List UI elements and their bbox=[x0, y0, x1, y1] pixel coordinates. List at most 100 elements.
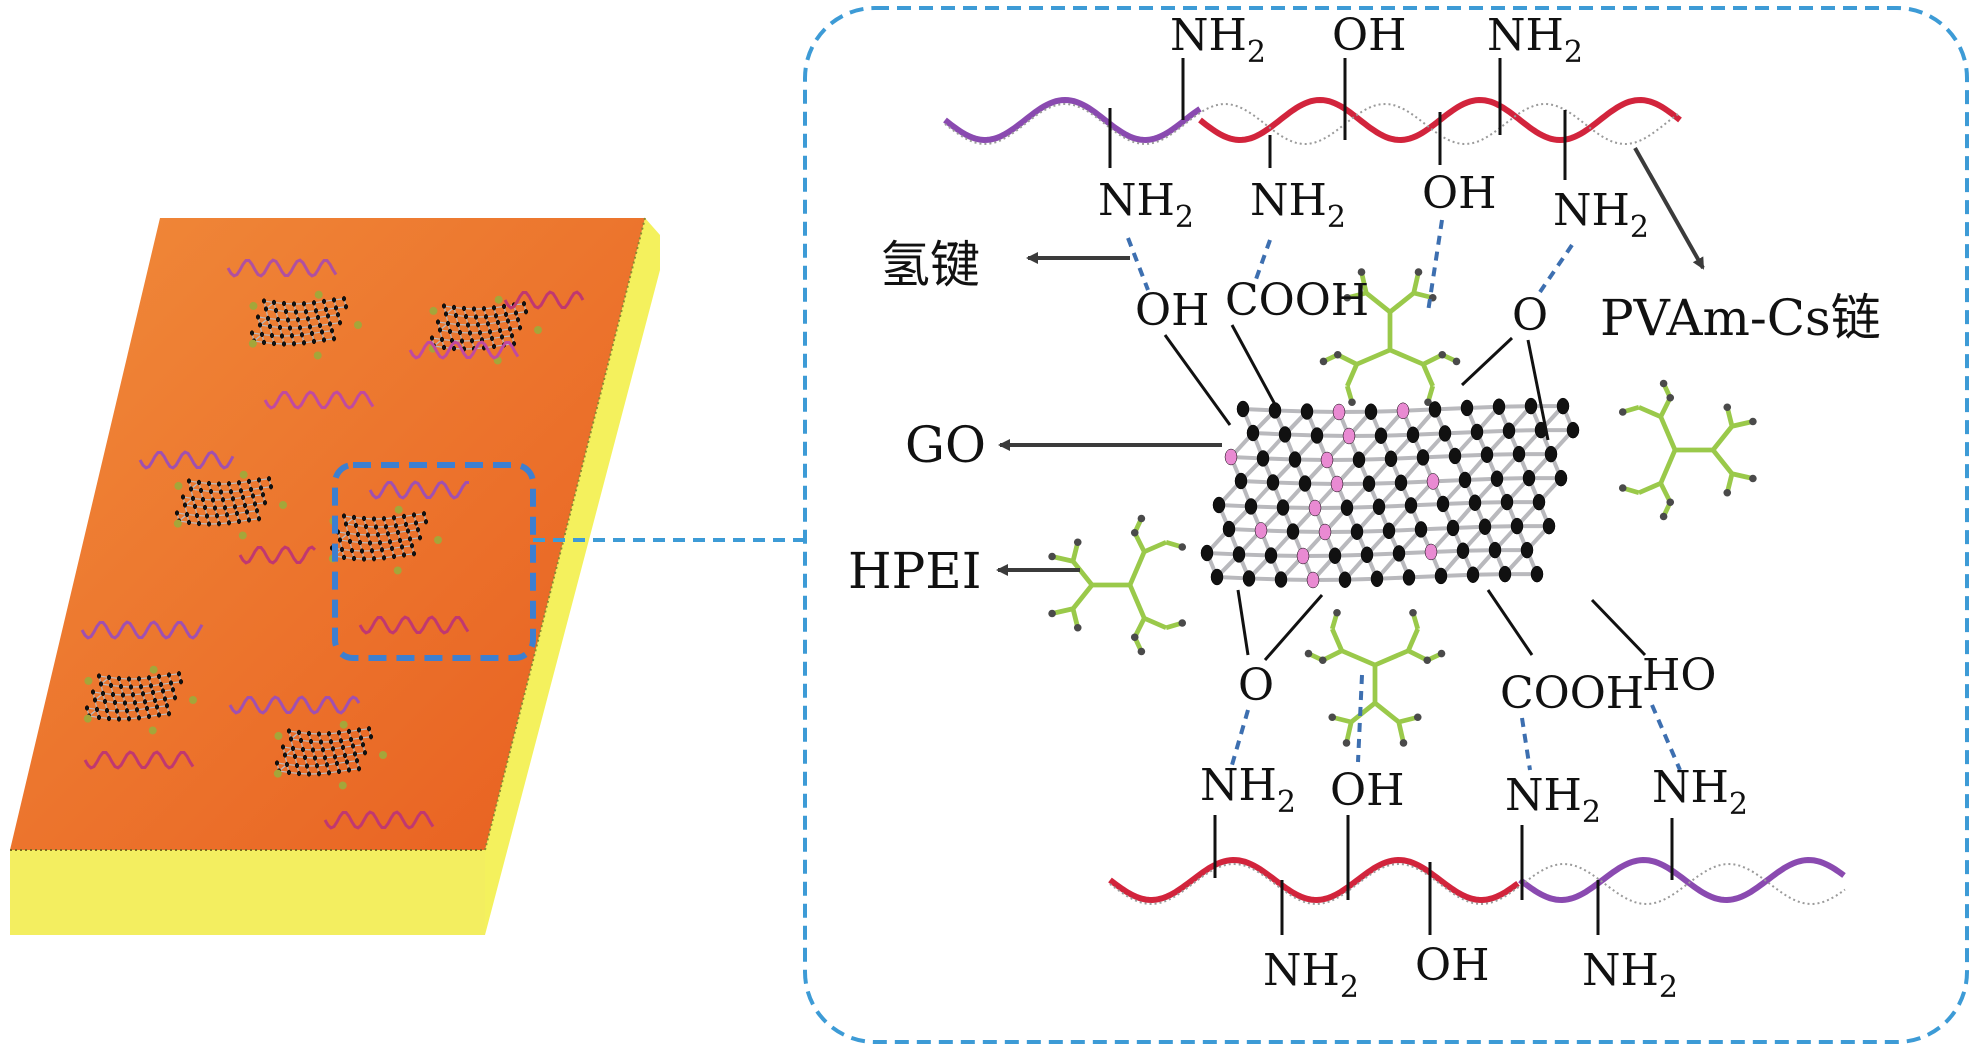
top-below-group-1: NH2 bbox=[1098, 175, 1194, 235]
carbon-atom bbox=[453, 312, 459, 319]
hpei-dendrimer bbox=[1048, 514, 1187, 656]
callouts: 氢键 PVAm-Cs链 GO HPEI bbox=[848, 147, 1881, 600]
carbon-atom bbox=[196, 479, 202, 486]
hpei-end bbox=[1723, 488, 1732, 497]
carbon-atom bbox=[1544, 445, 1558, 463]
mini-polymer-chain bbox=[83, 750, 195, 770]
carbon-atom bbox=[375, 532, 381, 538]
carbon-atom bbox=[1264, 547, 1278, 564]
carbon-atom bbox=[471, 306, 477, 312]
carbon-atom bbox=[326, 770, 332, 776]
carbon-atom bbox=[321, 337, 327, 343]
hpei-branch bbox=[1373, 701, 1401, 724]
carbon-atom bbox=[491, 305, 497, 311]
carbon-atom bbox=[310, 747, 316, 753]
hpei-end bbox=[1130, 633, 1139, 642]
carbon-atom bbox=[281, 341, 287, 347]
carbon-atom bbox=[1530, 565, 1544, 583]
carbon-atom bbox=[190, 495, 196, 502]
carbon-atom bbox=[1500, 493, 1514, 511]
carbon-atom bbox=[154, 704, 160, 710]
carbon-atom bbox=[487, 329, 493, 335]
carbon-atom bbox=[320, 747, 326, 753]
carbon-atom bbox=[1512, 445, 1526, 463]
carbon-atom bbox=[327, 321, 333, 327]
carbon-atom bbox=[362, 750, 368, 756]
carbon-atom bbox=[493, 313, 499, 319]
carbon-atom bbox=[513, 310, 519, 316]
go-bottom-groups: O COOH HO bbox=[1236, 589, 1716, 719]
carbon-atom bbox=[218, 489, 224, 495]
carbon-atom bbox=[411, 551, 417, 557]
carbon-atom bbox=[352, 751, 358, 757]
carbon-atom bbox=[134, 707, 140, 713]
pvam-cs-chain-label: PVAm-Cs链 bbox=[1600, 289, 1881, 347]
carbon-atom bbox=[346, 728, 352, 735]
carbon-atom bbox=[350, 743, 356, 749]
bottom-above-group-2: OH bbox=[1330, 765, 1404, 816]
carbon-atom bbox=[1448, 447, 1462, 465]
carbon-atom bbox=[273, 307, 279, 314]
carbon-atom bbox=[356, 766, 362, 772]
hydrogen-bond-line bbox=[1538, 243, 1574, 294]
carbon-atom bbox=[497, 327, 503, 334]
hpei-end bbox=[1399, 739, 1408, 747]
go-group-oh-top: OH bbox=[1135, 285, 1209, 336]
carbon-atom bbox=[326, 731, 332, 737]
hydrogen-bond-line bbox=[1253, 239, 1272, 283]
oxygen-atom bbox=[1296, 547, 1310, 565]
carbon-atom bbox=[114, 708, 120, 714]
carbon-atom bbox=[1352, 451, 1366, 468]
carbon-atom bbox=[1488, 541, 1502, 559]
top-above-group-3: NH2 bbox=[1487, 10, 1583, 70]
bottom-below-group-2: OH bbox=[1415, 940, 1489, 991]
carbon-atom bbox=[515, 317, 521, 323]
carbon-atom bbox=[477, 330, 483, 336]
carbon-atom bbox=[94, 706, 100, 713]
carbon-atom bbox=[289, 333, 295, 339]
bottom-below-group-1: NH2 bbox=[1263, 945, 1359, 1005]
carbon-atom bbox=[318, 739, 324, 745]
carbon-atom bbox=[312, 755, 318, 761]
carbon-atom bbox=[1406, 426, 1420, 444]
carbon-atom bbox=[505, 318, 511, 324]
hpei-end bbox=[1178, 543, 1187, 551]
carbon-atom bbox=[1470, 423, 1484, 441]
carbon-atom bbox=[162, 696, 168, 702]
go-label: GO bbox=[905, 416, 986, 474]
hpei-end bbox=[1137, 647, 1146, 656]
carbon-atom bbox=[451, 304, 457, 311]
carbon-atom bbox=[184, 511, 190, 518]
carbon-atom bbox=[255, 314, 261, 320]
hpei-end bbox=[1333, 608, 1341, 617]
carbon-atom bbox=[246, 478, 252, 485]
carbon-atom bbox=[216, 481, 222, 487]
carbon-atom bbox=[509, 333, 515, 339]
carbon-atom bbox=[1210, 568, 1224, 586]
carbon-atom bbox=[481, 306, 487, 312]
carbon-atom bbox=[166, 711, 172, 717]
bottom-above-group-1: NH2 bbox=[1200, 760, 1296, 820]
carbon-atom bbox=[523, 309, 529, 315]
mini-hpei bbox=[274, 731, 283, 740]
chain-segment-purple bbox=[1518, 856, 1846, 904]
carbon-atom bbox=[1416, 449, 1430, 466]
carbon-atom bbox=[178, 679, 184, 685]
carbon-atom bbox=[250, 493, 256, 499]
carbon-atom bbox=[1372, 498, 1386, 516]
carbon-atom bbox=[495, 319, 501, 326]
mini-polymer-chain bbox=[138, 450, 235, 470]
carbon-atom bbox=[339, 546, 345, 553]
carbon-atom bbox=[291, 301, 297, 307]
carbon-atom bbox=[246, 517, 252, 523]
carbon-atom bbox=[1468, 494, 1482, 511]
carbon-atom bbox=[485, 321, 491, 327]
hpei-end bbox=[1130, 528, 1139, 537]
carbon-atom bbox=[443, 311, 449, 317]
carbon-atom bbox=[459, 338, 465, 344]
carbon-atom bbox=[275, 316, 281, 323]
carbon-atom bbox=[455, 321, 461, 328]
hpei-end bbox=[1666, 498, 1675, 507]
carbon-atom bbox=[463, 313, 469, 320]
carbon-atom bbox=[212, 505, 218, 511]
